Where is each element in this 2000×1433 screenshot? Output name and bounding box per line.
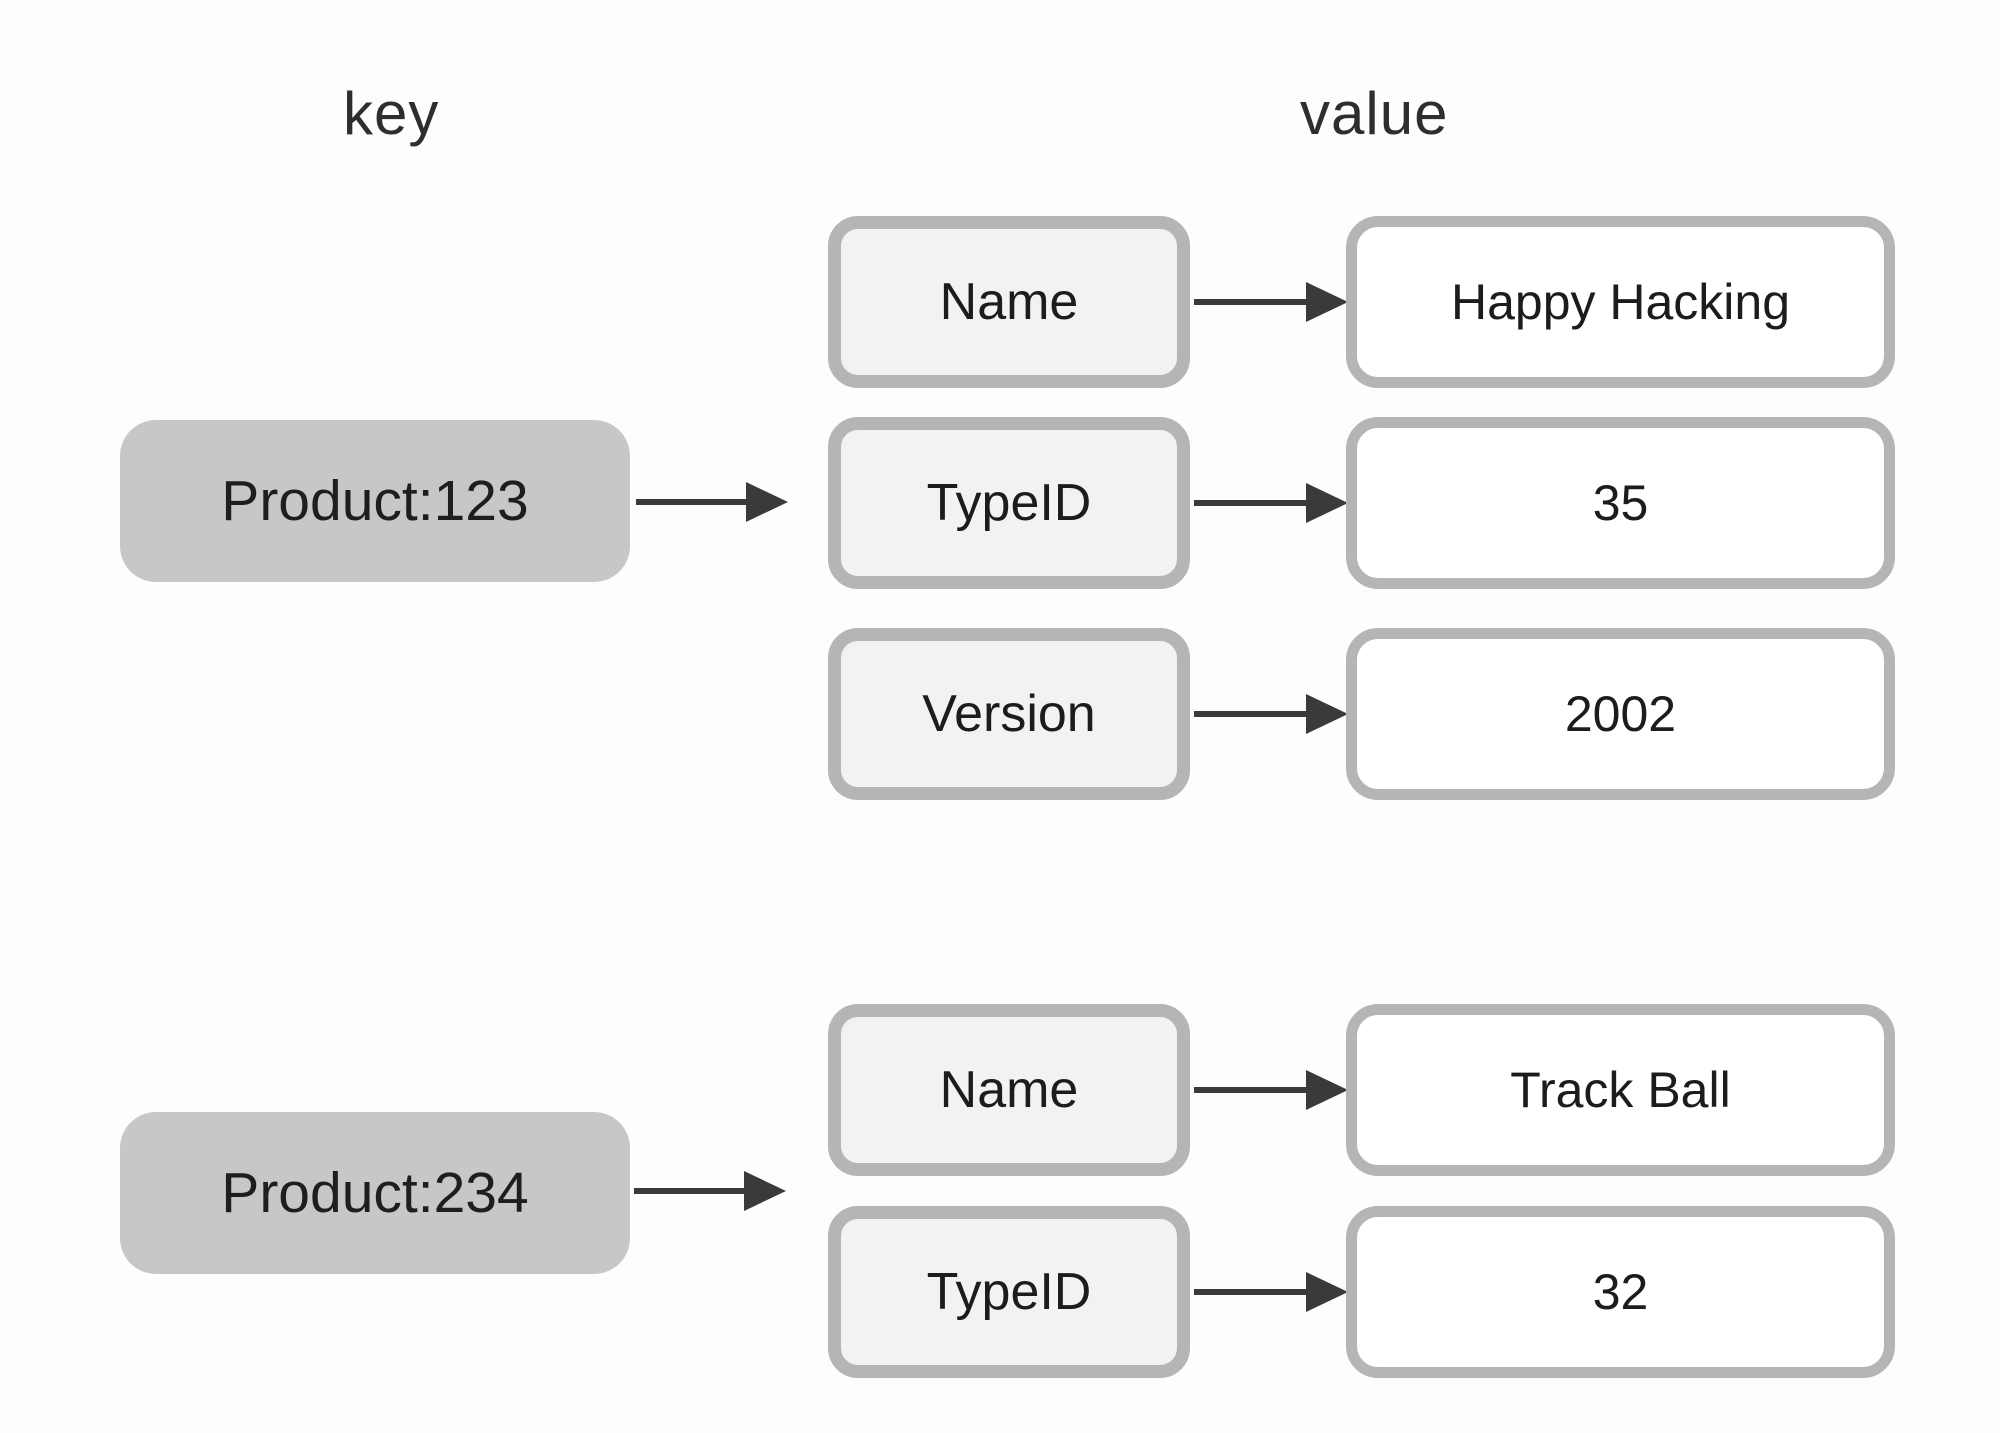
arrow-line <box>1194 711 1314 717</box>
key-box-product-234: Product:234 <box>120 1112 630 1274</box>
field-label: Version <box>922 685 1096 743</box>
field-label: TypeID <box>926 1263 1092 1321</box>
field-label: TypeID <box>926 474 1092 532</box>
value-box-typeid-2: 32 <box>1346 1206 1895 1378</box>
value-label: 32 <box>1592 1264 1649 1320</box>
arrow-key1-to-fields <box>636 482 788 522</box>
value-label: Track Ball <box>1510 1062 1731 1118</box>
field-box-typeid-2: TypeID <box>828 1206 1190 1378</box>
field-label: Name <box>939 273 1079 331</box>
value-box-name-2: Track Ball <box>1346 1004 1895 1176</box>
arrow-line <box>634 1188 752 1194</box>
key-box-product-123: Product:123 <box>120 420 630 582</box>
arrow-name2-to-value <box>1194 1070 1348 1110</box>
field-box-name-1: Name <box>828 216 1190 388</box>
arrowhead-icon <box>746 482 788 522</box>
key-box-label: Product:123 <box>221 469 529 533</box>
value-column-header: value <box>1300 80 1449 147</box>
value-label: 2002 <box>1564 686 1677 742</box>
field-box-typeid-1: TypeID <box>828 417 1190 589</box>
arrowhead-icon <box>1306 1070 1348 1110</box>
arrow-line <box>1194 1087 1314 1093</box>
arrowhead-icon <box>1306 282 1348 322</box>
value-box-version-1: 2002 <box>1346 628 1895 800</box>
arrow-line <box>1194 500 1314 506</box>
arrow-version1-to-value <box>1194 694 1348 734</box>
arrow-line <box>1194 1289 1314 1295</box>
value-label: 35 <box>1592 475 1649 531</box>
arrowhead-icon <box>744 1171 786 1211</box>
arrow-typeid1-to-value <box>1194 483 1348 523</box>
value-label: Happy Hacking <box>1450 274 1791 330</box>
arrowhead-icon <box>1306 1272 1348 1312</box>
value-box-typeid-1: 35 <box>1346 417 1895 589</box>
arrowhead-icon <box>1306 483 1348 523</box>
arrow-typeid2-to-value <box>1194 1272 1348 1312</box>
arrow-line <box>636 499 754 505</box>
arrow-key2-to-fields <box>634 1171 786 1211</box>
field-box-version-1: Version <box>828 628 1190 800</box>
key-box-label: Product:234 <box>221 1161 529 1225</box>
arrow-name1-to-value <box>1194 282 1348 322</box>
value-box-name-1: Happy Hacking <box>1346 216 1895 388</box>
field-label: Name <box>939 1061 1079 1119</box>
field-box-name-2: Name <box>828 1004 1190 1176</box>
arrowhead-icon <box>1306 694 1348 734</box>
arrow-line <box>1194 299 1314 305</box>
key-column-header: key <box>343 80 440 147</box>
